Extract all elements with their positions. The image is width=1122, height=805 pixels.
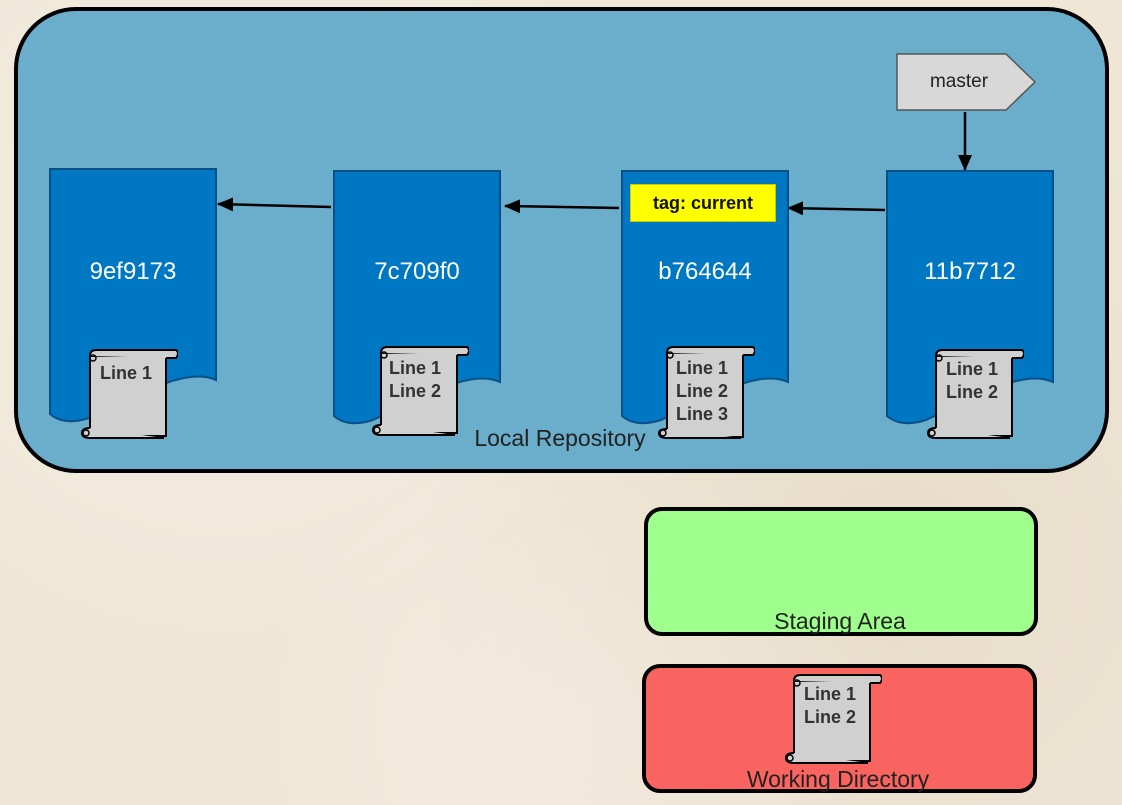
working-directory-label: Working Directory (746, 766, 930, 792)
scroll-icon (80, 349, 178, 439)
tag-current: tag: current (630, 184, 776, 222)
commit-id: 9ef9173 (89, 258, 177, 285)
scroll-text: Line 1 (100, 362, 152, 385)
branch-label: master (929, 71, 989, 92)
scroll-icon (784, 674, 882, 764)
file-line: Line 1 (676, 358, 729, 378)
scroll-text: Line 1 Line 2 (804, 683, 856, 729)
staging-area-label: Staging Area (774, 608, 906, 634)
local-repository-label: Local Repository (474, 425, 646, 451)
scroll-text: Line 1 Line 2 Line 3 (676, 357, 728, 426)
scroll-text: Line 1 Line 2 (946, 358, 998, 404)
file-line: Line 1 (804, 684, 857, 704)
file-line: Line 1 (946, 359, 999, 379)
file-line: Line 3 (676, 404, 729, 424)
file-line: Line 2 (676, 381, 729, 401)
file-scroll-working-directory: Line 1 Line 2 (782, 673, 882, 765)
file-line: Line 2 (389, 381, 442, 401)
scroll-icon (657, 346, 755, 439)
commit-id: 7c709f0 (374, 258, 460, 285)
file-line: Line 1 (389, 358, 442, 378)
file-scroll-7c709f0: Line 1 Line 2 (369, 345, 469, 437)
scroll-text: Line 1 Line 2 (389, 357, 441, 403)
file-line: Line 1 (100, 363, 153, 383)
staging-area (644, 507, 1038, 636)
parent-arrow-1 (217, 197, 332, 212)
scroll-icon (371, 346, 469, 436)
file-scroll-11b7712: Line 1 Line 2 (924, 348, 1024, 440)
parent-arrow-2 (504, 199, 620, 214)
commit-id: b764644 (658, 258, 752, 285)
branch-arrow-shape (896, 53, 1037, 111)
scroll-icon (926, 349, 1024, 439)
file-scroll-b764644: Line 1 Line 2 Line 3 (655, 345, 755, 440)
parent-arrow-3 (787, 201, 886, 216)
file-line: Line 2 (804, 707, 857, 727)
commit-id: 11b7712 (924, 258, 1016, 285)
branch-master: master (896, 53, 1037, 111)
file-line: Line 2 (946, 382, 999, 402)
file-scroll-9ef9173: Line 1 (78, 348, 178, 440)
